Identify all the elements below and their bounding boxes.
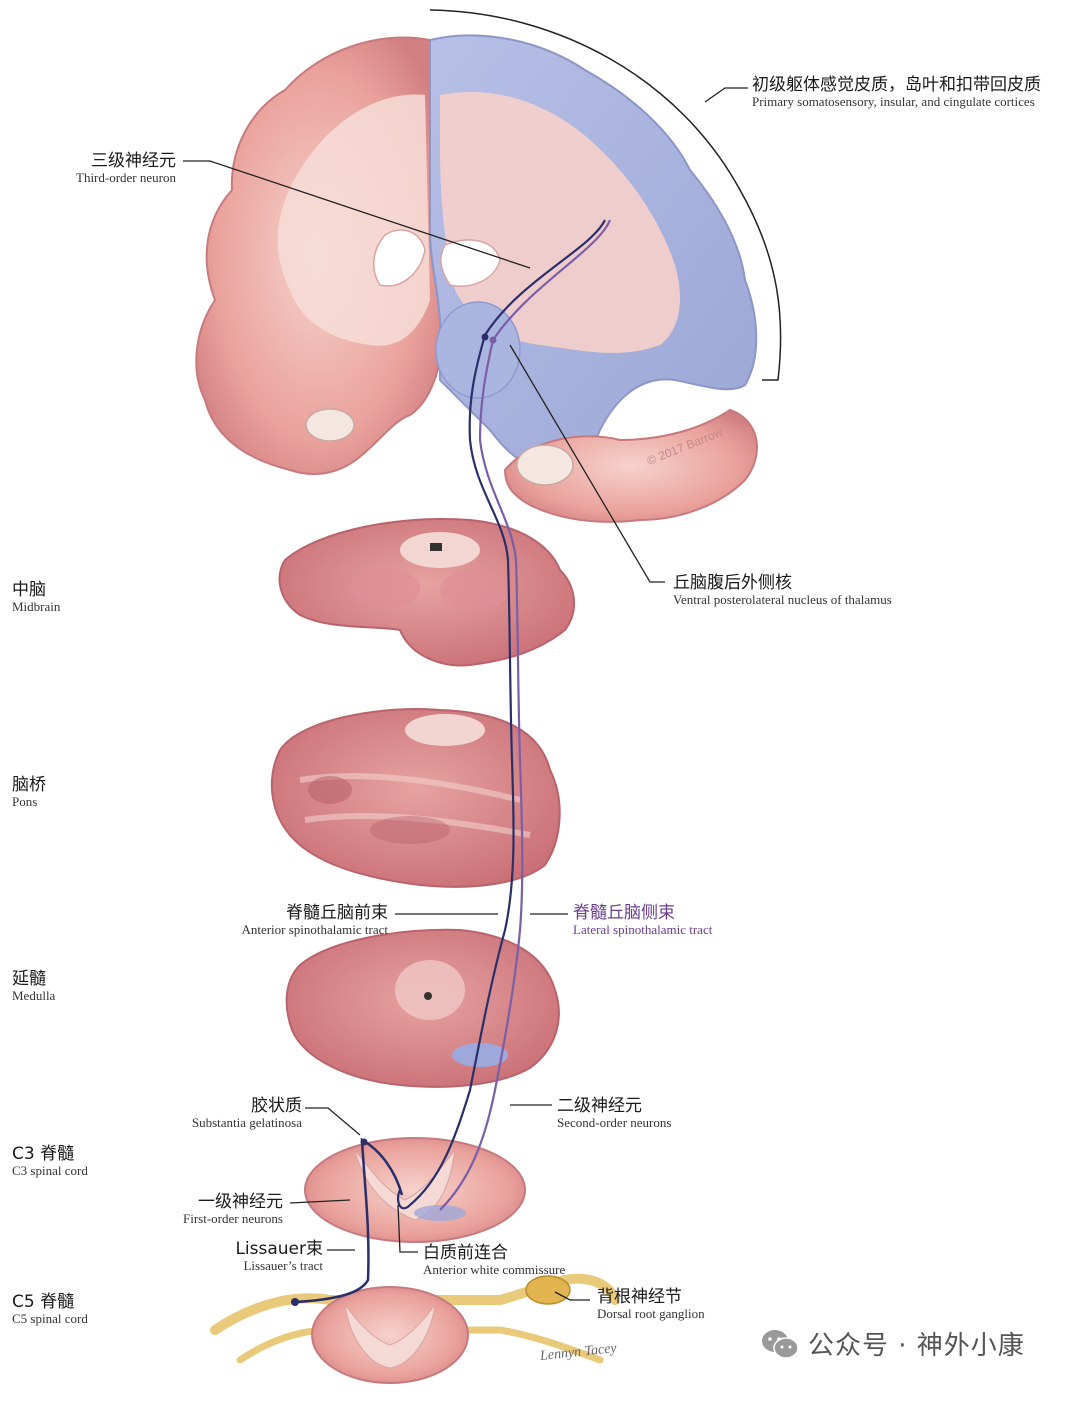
label-anterior-tract-zh: 脊髓丘脑前束 — [286, 903, 388, 923]
thalamic-synapse-1 — [481, 333, 489, 341]
label-vpl: 丘脑腹后外侧核 Ventral posterolateral nucleus o… — [673, 574, 892, 607]
label-commissure: 白质前连合 Anterior white commissure — [423, 1244, 565, 1277]
leader-lines — [183, 87, 748, 1301]
thalamus-nucleus — [435, 301, 521, 399]
label-c3: C3 脊髓 C3 spinal cord — [12, 1145, 88, 1178]
cortex-bracket — [429, 9, 782, 381]
label-drg-zh: 背根神经节 — [597, 1287, 682, 1307]
label-substantia-zh: 胶状质 — [251, 1096, 302, 1116]
label-commissure-zh: 白质前连合 — [423, 1243, 508, 1263]
label-drg-en: Dorsal root ganglion — [597, 1305, 705, 1321]
label-first-neuron: 一级神经元 First-order neurons — [150, 1193, 283, 1226]
wechat-icon — [762, 1329, 799, 1359]
leader-cortex — [704, 87, 748, 103]
watermark: 公众号 · 神外小康 — [760, 1325, 1025, 1362]
leader-drg — [554, 1291, 590, 1301]
label-lissauer-en: Lissauer’s tract — [243, 1257, 323, 1273]
hippocampus-left — [305, 408, 355, 442]
label-vpl-en: Ventral posterolateral nucleus of thalam… — [673, 591, 892, 607]
label-third-neuron: 三级神经元 Third-order neuron — [60, 152, 176, 185]
lateral-ventricle-left — [373, 229, 426, 287]
label-medulla-en: Medulla — [12, 987, 56, 1003]
leader-third-neuron — [183, 160, 531, 269]
label-lateral-tract-zh: 脊髓丘脑侧束 — [573, 903, 675, 923]
spinothalamic-tracts — [291, 219, 612, 1306]
leader-commissure — [397, 1204, 418, 1253]
label-second-neuron-zh: 二级神经元 — [557, 1096, 642, 1116]
label-commissure-en: Anterior white commissure — [423, 1261, 566, 1277]
hippocampus-right — [516, 444, 574, 486]
c5-spinal-cord-section — [210, 1273, 620, 1384]
watermark-text: 公众号 · 神外小康 — [808, 1331, 1025, 1361]
lateral-ventricle-right — [440, 239, 501, 287]
dorsal-horn-synapse — [360, 1138, 368, 1146]
pons-section — [270, 708, 561, 888]
c3-spinal-cord-section — [304, 1137, 526, 1243]
label-substantia-en: Substantia gelatinosa — [191, 1114, 302, 1130]
label-midbrain: 中脑 Midbrain — [12, 581, 60, 614]
label-cortex: 初级躯体感觉皮质，岛叶和扣带回皮质 Primary somatosensory,… — [752, 76, 1041, 109]
label-drg: 背根神经节 Dorsal root ganglion — [597, 1288, 705, 1321]
right-temporal-lobe — [503, 408, 758, 523]
label-lissauer: Lissauer束 Lissauer’s tract — [205, 1240, 323, 1273]
label-c3-zh: C3 脊髓 — [12, 1144, 75, 1164]
drg-neuron-cell — [291, 1298, 299, 1306]
label-lissauer-zh: Lissauer束 — [235, 1239, 323, 1259]
label-cortex-zh: 初级躯体感觉皮质，岛叶和扣带回皮质 — [752, 75, 1041, 95]
label-medulla: 延髓 Medulla — [12, 970, 55, 1003]
label-midbrain-zh: 中脑 — [12, 580, 46, 600]
first-order-neuron-line — [294, 1137, 404, 1304]
label-c5: C5 脊髓 C5 spinal cord — [12, 1293, 88, 1326]
label-pons-en: Pons — [12, 793, 38, 809]
label-lateral-tract: 脊髓丘脑侧束 Lateral spinothalamic tract — [573, 904, 712, 937]
label-substantia: 胶状质 Substantia gelatinosa — [160, 1097, 302, 1130]
label-cortex-en: Primary somatosensory, insular, and cing… — [752, 93, 1035, 109]
label-anterior-tract-en: Anterior spinothalamic tract — [241, 921, 388, 937]
label-first-neuron-zh: 一级神经元 — [198, 1192, 283, 1212]
midbrain-section — [278, 518, 576, 667]
leader-vpl — [509, 344, 665, 583]
label-third-neuron-zh: 三级神经元 — [91, 151, 176, 171]
lateral-tract-line — [439, 219, 612, 1211]
dorsal-root-ganglion-shape — [525, 1275, 571, 1305]
thalamic-synapse-2 — [489, 336, 497, 344]
leader-substantia — [305, 1107, 361, 1136]
label-third-neuron-en: Third-order neuron — [76, 169, 176, 185]
label-anterior-tract: 脊髓丘脑前束 Anterior spinothalamic tract — [195, 904, 388, 937]
coronal-brain-section — [195, 9, 782, 523]
label-pons: 脑桥 Pons — [12, 776, 46, 809]
label-c5-zh: C5 脊髓 — [12, 1292, 75, 1312]
medulla-section — [285, 928, 560, 1088]
label-first-neuron-en: First-order neurons — [182, 1210, 283, 1226]
label-c3-en: C3 spinal cord — [12, 1162, 88, 1178]
right-white-matter — [440, 92, 680, 353]
label-midbrain-en: Midbrain — [12, 598, 61, 614]
leader-first-neuron — [289, 1199, 351, 1204]
label-c5-en: C5 spinal cord — [12, 1310, 88, 1326]
label-vpl-zh: 丘脑腹后外侧核 — [673, 573, 792, 593]
anterior-tract-line — [396, 219, 606, 1210]
label-lateral-tract-en: Lateral spinothalamic tract — [573, 921, 713, 937]
label-medulla-zh: 延髓 — [12, 969, 46, 989]
label-second-neuron-en: Second-order neurons — [557, 1114, 672, 1130]
label-pons-zh: 脑桥 — [12, 775, 46, 795]
label-second-neuron: 二级神经元 Second-order neurons — [557, 1097, 671, 1130]
